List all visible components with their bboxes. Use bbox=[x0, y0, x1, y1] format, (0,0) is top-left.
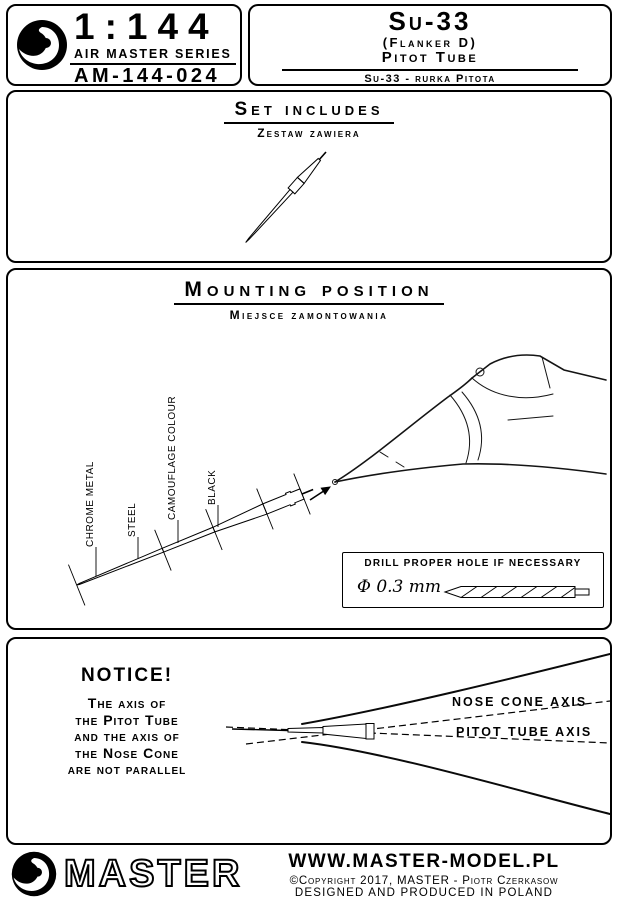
drill-note-text: DRILL PROPER HOLE IF NECESSARY bbox=[364, 558, 582, 569]
notice-text-line: the Nose Cone bbox=[75, 744, 179, 761]
website-url: WWW.MASTER-MODEL.PL bbox=[288, 851, 560, 872]
axis-lines bbox=[225, 700, 610, 745]
drill-note-box: DRILL PROPER HOLE IF NECESSARY Φ 0.3 mm bbox=[342, 552, 604, 608]
origin-line: DESIGNED AND PRODUCED IN POLAND bbox=[294, 887, 554, 899]
series-label: AIR MASTER SERIES bbox=[74, 47, 232, 61]
mounting-title: Mounting position bbox=[8, 278, 610, 305]
title-divider bbox=[282, 69, 578, 71]
section-notice: NOTICE! The axis of the Pitot Tube and t… bbox=[6, 637, 612, 845]
nose-cone-outline bbox=[301, 653, 610, 815]
notice-title: NOTICE! bbox=[80, 665, 174, 686]
product-subtitle: (Flanker D) bbox=[382, 35, 478, 50]
header-divider bbox=[70, 63, 236, 65]
notice-text-line: and the axis of bbox=[74, 728, 180, 744]
footer: MASTER WWW.MASTER-MODEL.PL ©Copyright 20… bbox=[0, 848, 618, 900]
notice-body: The axis of the Pitot Tube and the axis … bbox=[32, 695, 222, 778]
footer-info: WWW.MASTER-MODEL.PL ©Copyright 2017, MAS… bbox=[236, 851, 612, 899]
product-type: Pitot Tube bbox=[381, 49, 479, 66]
label-leader-lines bbox=[95, 505, 219, 576]
master-logo-icon bbox=[17, 20, 67, 70]
dimension-ticks bbox=[68, 473, 311, 606]
notice-text-line: the Pitot Tube bbox=[75, 711, 179, 728]
header-title-panel: Su-33 (Flanker D) Pitot Tube Su-33 - rur… bbox=[248, 4, 612, 86]
pitot-tube-axis-line bbox=[225, 726, 610, 744]
paint-label-camouflage-colour: CAMOUFLAGE COLOUR bbox=[167, 395, 178, 520]
paint-label-black: BLACK bbox=[207, 469, 218, 505]
pitot-tube-small-drawing bbox=[231, 723, 375, 740]
set-includes-title: Set includes bbox=[8, 99, 610, 124]
product-title: Su-33 bbox=[388, 6, 472, 36]
paint-label-steel: STEEL bbox=[127, 502, 138, 537]
mounting-arrow-icon bbox=[309, 486, 332, 501]
nose-cone-axis-line bbox=[245, 700, 610, 745]
paint-label-chrome-metal: CHROME METAL bbox=[85, 461, 96, 547]
pitot-tube-axis-label: PITOT TUBE AXIS bbox=[456, 725, 593, 739]
pitot-tube-part-icon bbox=[245, 151, 327, 243]
set-includes-title-text: Set includes bbox=[224, 99, 394, 124]
mounting-subtitle: Miejsce zamontowania bbox=[229, 308, 389, 322]
header-brand-panel: 1:144 AIR MASTER SERIES AM-144-024 bbox=[6, 4, 242, 87]
mounting-diagram bbox=[68, 354, 607, 606]
mounting-title-text: Mounting position bbox=[174, 278, 444, 305]
section-set-includes: Set includes Zestaw zawiera bbox=[6, 90, 612, 263]
notice-text-line: The axis of bbox=[87, 695, 167, 711]
pitot-tube-drawing bbox=[68, 473, 314, 606]
drill-diameter-value: Φ 0.3 mm bbox=[357, 577, 442, 597]
axis-diagram bbox=[225, 653, 610, 815]
scale-label: 1:144 bbox=[74, 6, 219, 47]
drill-bit-icon bbox=[443, 586, 590, 598]
section-mounting-position: Mounting position Miejsce zamontowania bbox=[6, 268, 612, 630]
aircraft-nose-drawing bbox=[332, 354, 607, 485]
set-includes-subtitle: Zestaw zawiera bbox=[257, 126, 361, 140]
notice-text-line: are not parallel bbox=[67, 761, 187, 777]
brand-wordmark: MASTER bbox=[63, 852, 243, 896]
product-title-polish: Su-33 - rurka Pitota bbox=[364, 73, 496, 85]
nose-cone-axis-label: NOSE CONE AXIS bbox=[452, 695, 588, 709]
master-logo-icon bbox=[11, 851, 57, 897]
copyright-line: ©Copyright 2017, MASTER - Piotr Czerkaso… bbox=[289, 875, 559, 887]
product-code: AM-144-024 bbox=[74, 65, 221, 87]
